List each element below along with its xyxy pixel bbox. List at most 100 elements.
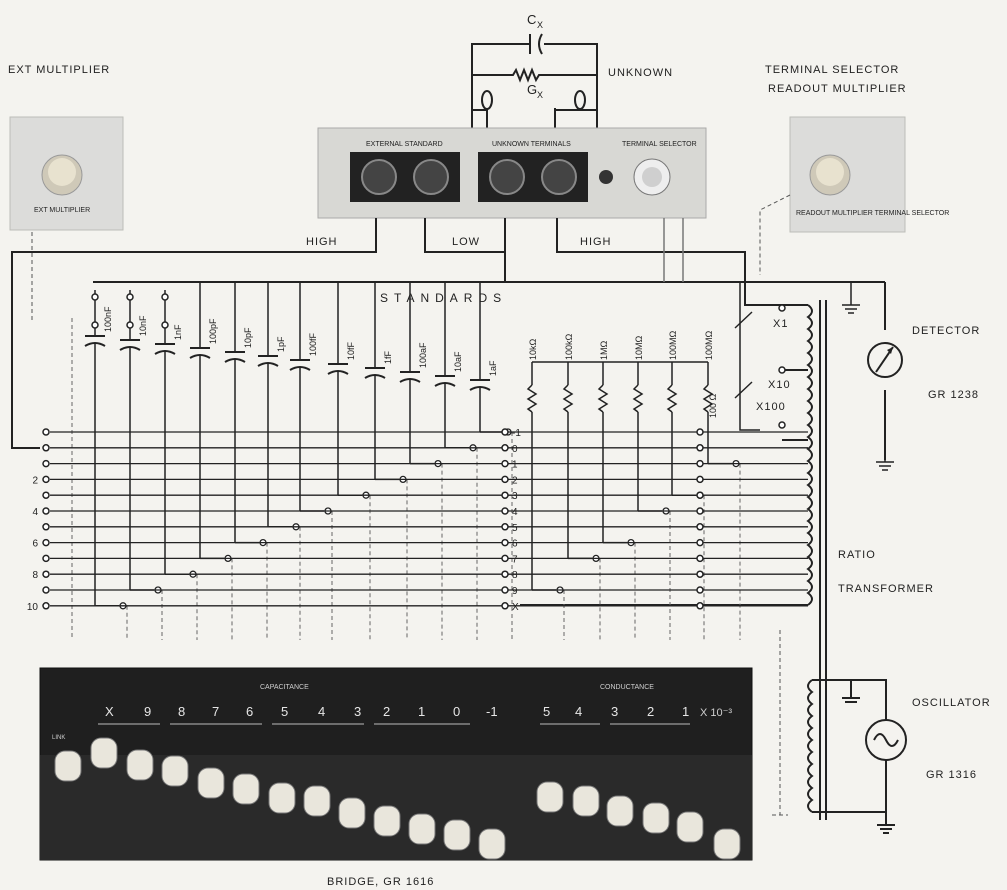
unknown-low-terminal[interactable] <box>489 159 525 195</box>
panel-lever-knob[interactable] <box>572 785 600 817</box>
range-switch-bottom[interactable] <box>91 321 99 329</box>
range-switch-top[interactable] <box>126 293 134 301</box>
x1-tap[interactable] <box>778 304 786 312</box>
panel-lever-knob[interactable] <box>338 797 366 829</box>
range-switch-bottom[interactable] <box>161 321 169 329</box>
unknown-label: UNKNOWN <box>608 67 673 79</box>
high-left-label: HIGH <box>306 236 338 248</box>
x100-tap[interactable] <box>778 421 786 429</box>
panel-lever-knob[interactable] <box>478 828 506 860</box>
panel-lever-knob[interactable] <box>676 811 704 843</box>
left-tap-terminal[interactable] <box>42 475 50 484</box>
mid-tap-terminal[interactable] <box>501 444 509 452</box>
mid-tap-label: -1 <box>512 428 521 439</box>
panel-lever-knob[interactable] <box>303 785 331 817</box>
right-tap-terminal[interactable] <box>696 523 704 531</box>
capacitor-plate <box>189 354 211 359</box>
right-tap-terminal[interactable] <box>696 459 704 468</box>
mid-tap-terminal[interactable] <box>501 538 509 547</box>
right-tap-terminal[interactable] <box>696 475 704 484</box>
mid-tap-terminal[interactable] <box>501 507 509 515</box>
left-tap-terminal[interactable] <box>42 586 50 594</box>
panel-lever-knob[interactable] <box>268 782 296 814</box>
panel-lever-knob[interactable] <box>161 755 189 787</box>
mid-tap-terminal[interactable] <box>501 491 509 499</box>
panel-lever-knob[interactable] <box>408 813 436 845</box>
mid-tap-terminal[interactable] <box>501 570 509 578</box>
left-tap-terminal[interactable] <box>42 444 50 452</box>
left-tap-label: 4 <box>32 507 38 518</box>
mid-tap-terminal[interactable] <box>501 586 509 594</box>
capacitor-label: 10fF <box>346 341 356 360</box>
left-tap-terminal[interactable] <box>42 459 50 468</box>
panel-knob-row <box>54 737 741 860</box>
left-tap-terminal[interactable] <box>42 428 50 436</box>
mid-tap-terminal[interactable] <box>501 554 509 563</box>
x10-tap[interactable] <box>778 366 786 374</box>
panel-lever-knob[interactable] <box>373 805 401 837</box>
cap-digit-label: 9 <box>144 704 151 719</box>
terminal-selector-dial[interactable]: READOUT MULTIPLIER TERMINAL SELECTOR <box>789 116 949 233</box>
capacitor-plate <box>399 378 421 383</box>
range-switch-bottom[interactable] <box>126 321 134 329</box>
right-tap-terminal[interactable] <box>696 491 704 499</box>
cond-digit-label: 2 <box>647 704 654 719</box>
unknown-high-terminal[interactable] <box>541 159 577 195</box>
right-tap-terminal[interactable] <box>696 507 704 515</box>
left-tap-terminal[interactable] <box>42 523 50 531</box>
ground-symbol-top <box>842 282 860 314</box>
mid-tap-terminal[interactable] <box>501 428 509 436</box>
right-tap-terminal[interactable] <box>696 602 704 610</box>
left-tap-terminal[interactable] <box>42 570 50 578</box>
high-right-label: HIGH <box>580 236 612 248</box>
ext-multiplier-dial[interactable]: EXT MULTIPLIER <box>9 116 124 231</box>
cap-digit-label: 4 <box>318 704 325 719</box>
detector-label: DETECTOR <box>912 325 980 337</box>
panel-lever-knob[interactable] <box>232 773 260 805</box>
panel-lever-knob[interactable] <box>443 819 471 851</box>
right-tap-terminal[interactable] <box>696 586 704 594</box>
panel-lever-knob[interactable] <box>642 802 670 834</box>
bridge-label: BRIDGE, GR 1616 <box>327 876 434 888</box>
detector-model-label: GR 1238 <box>928 389 979 401</box>
capacitor-plate <box>327 370 349 375</box>
resistor-symbol <box>562 384 574 413</box>
left-tap-terminal[interactable] <box>42 538 50 547</box>
ground-terminal[interactable] <box>599 170 613 184</box>
right-tap-terminal[interactable] <box>696 538 704 547</box>
ext-high-terminal[interactable] <box>413 159 449 195</box>
resistor-symbol <box>702 384 714 413</box>
panel-lever-knob[interactable] <box>90 737 118 769</box>
range-switch-top[interactable] <box>91 293 99 301</box>
terminal-selector-label: TERMINAL SELECTOR <box>765 64 899 76</box>
left-tap-terminal[interactable] <box>42 491 50 499</box>
resistor-symbol <box>632 384 644 413</box>
left-tap-terminal[interactable] <box>42 602 50 610</box>
mid-tap-terminal[interactable] <box>501 523 509 531</box>
right-tap-terminal[interactable] <box>696 554 704 563</box>
panel-lever-knob[interactable] <box>713 828 741 860</box>
mid-tap-terminal[interactable] <box>501 475 509 484</box>
ext-low-terminal[interactable] <box>361 159 397 195</box>
ratio-label: RATIO <box>838 549 876 561</box>
panel-lever-knob[interactable] <box>197 767 225 799</box>
panel-lever-knob[interactable] <box>606 795 634 827</box>
x100-label: X100 <box>756 401 786 413</box>
resistor-symbol <box>597 384 609 413</box>
x10-label: X10 <box>768 379 791 391</box>
cond-digit-label: 5 <box>543 704 550 719</box>
panel-lever-knob[interactable] <box>536 781 564 813</box>
range-switch-top[interactable] <box>161 293 169 301</box>
right-tap-terminal[interactable] <box>696 570 704 578</box>
left-pair-label: EXTERNAL STANDARD <box>366 141 443 148</box>
left-tap-terminal[interactable] <box>42 507 50 515</box>
panel-lever-knob[interactable] <box>54 750 82 782</box>
right-tap-terminal[interactable] <box>696 444 704 452</box>
resistor-label: 100MΩ <box>668 330 678 360</box>
right-tap-terminal[interactable] <box>696 428 704 436</box>
left-tap-terminal[interactable] <box>42 554 50 563</box>
mid-tap-terminal[interactable] <box>501 459 509 468</box>
panel-lever-knob[interactable] <box>126 749 154 781</box>
mid-tap-terminal[interactable] <box>501 602 509 610</box>
